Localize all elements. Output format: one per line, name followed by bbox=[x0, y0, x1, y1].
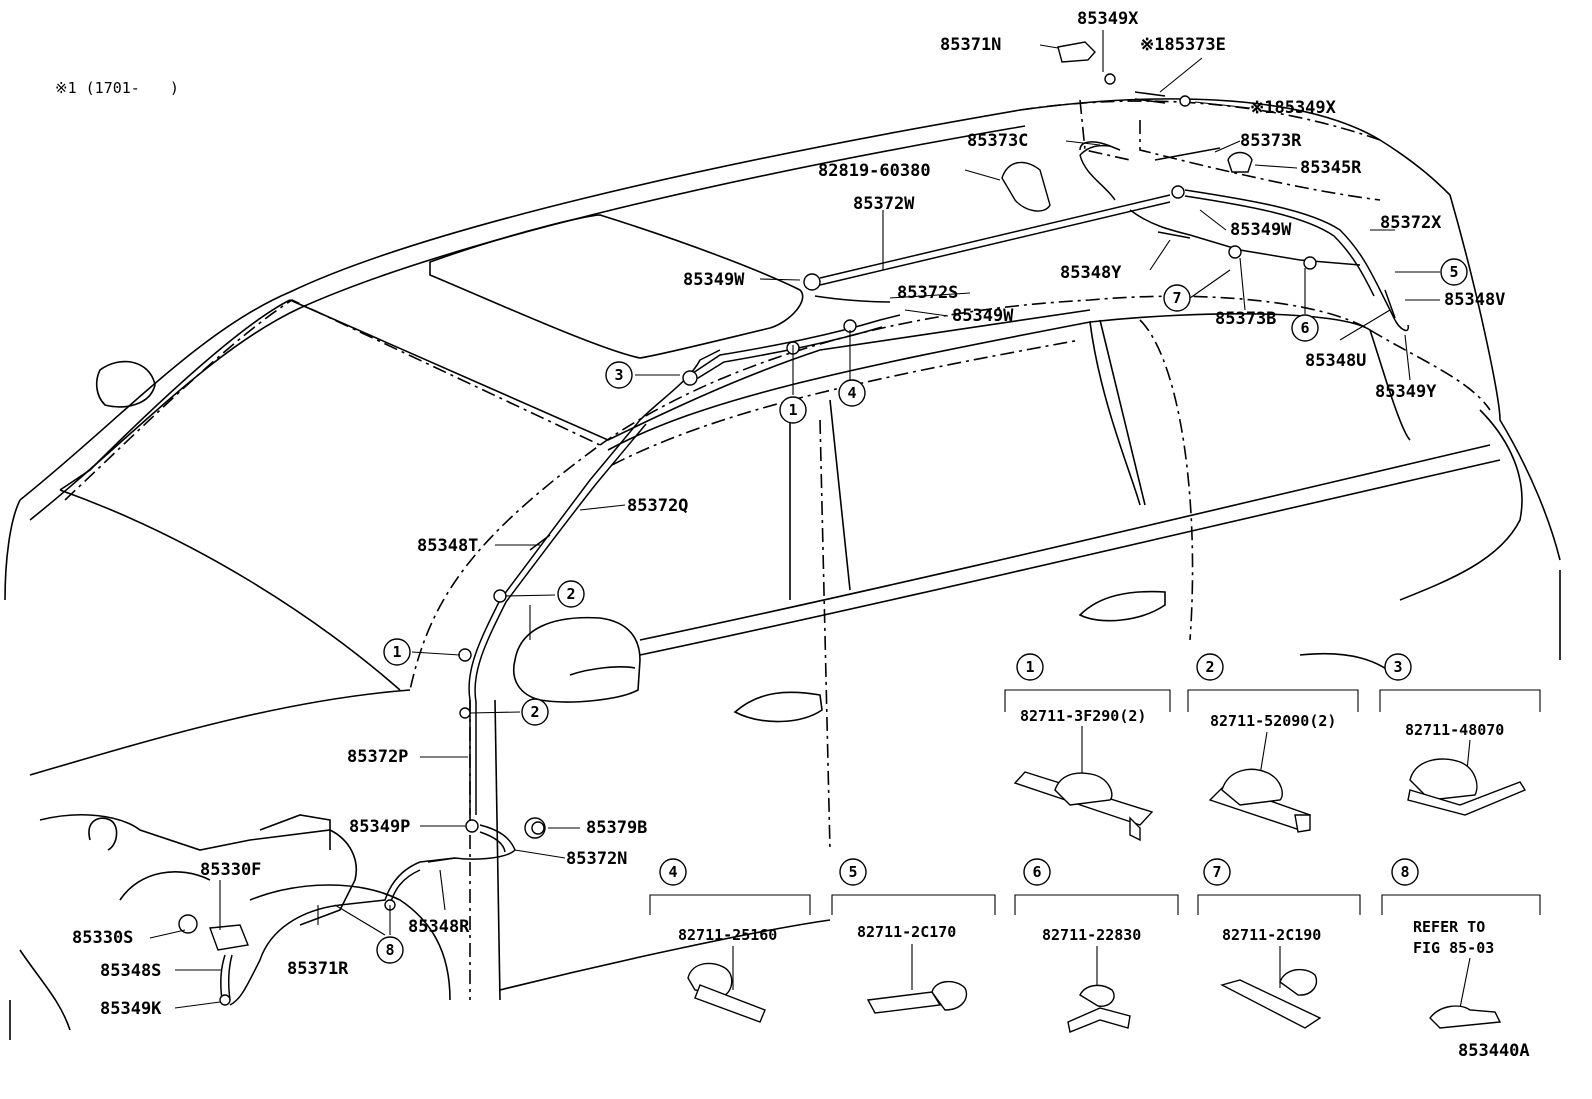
label-85330S: 85330S bbox=[72, 928, 133, 948]
label-85349W-rear: 85349W bbox=[1230, 220, 1292, 240]
callout-5-marker bbox=[1440, 258, 1468, 286]
clip-index-5: 5 bbox=[848, 863, 857, 881]
label-85345R: 85345R bbox=[1300, 158, 1362, 178]
washer-hoses bbox=[219, 73, 1409, 1006]
clip-panel-4: 4 82711-25160 bbox=[649, 858, 811, 1023]
label-85349P: 85349P bbox=[349, 817, 410, 837]
part-labels: ※1 (1701- ) 85349X 85371N ※185373E ※1853… bbox=[55, 9, 1505, 1019]
label-85371N: 85371N bbox=[940, 35, 1001, 55]
clip-index-2: 2 bbox=[1205, 658, 1214, 676]
label-85348U: 85348U bbox=[1305, 351, 1366, 371]
clip-index-7: 7 bbox=[1212, 863, 1221, 881]
vehicle-body-outline bbox=[4, 98, 1561, 1040]
callout-4-marker bbox=[838, 379, 866, 407]
label-85372S: 85372S bbox=[897, 283, 958, 303]
label-85371R: 85371R bbox=[287, 959, 349, 979]
label-85349W-left: 85349W bbox=[683, 270, 745, 290]
clip-ref-line2: FIG 85-03 bbox=[1413, 939, 1494, 957]
callout-2-marker-lower bbox=[521, 698, 549, 726]
label-85373R: 85373R bbox=[1240, 131, 1302, 151]
label-85348S: 85348S bbox=[100, 961, 161, 981]
label-85373E: ※185373E bbox=[1140, 35, 1226, 55]
clip-index-4: 4 bbox=[668, 863, 677, 881]
leader-lines bbox=[149, 30, 1440, 1009]
label-85372P: 85372P bbox=[347, 747, 408, 767]
clip-index-6: 6 bbox=[1032, 863, 1041, 881]
callout-2-lower: 2 bbox=[530, 703, 539, 721]
label-82819-60380: 82819-60380 bbox=[818, 161, 931, 181]
clip-panel-2: 2 82711-52090(2) bbox=[1187, 653, 1359, 833]
callout-5: 5 bbox=[1449, 263, 1458, 281]
clip-index-8: 8 bbox=[1400, 863, 1409, 881]
clip-index-3: 3 bbox=[1393, 658, 1402, 676]
clip-ref-line1: REFER TO bbox=[1413, 918, 1485, 936]
label-85349Y: 85349Y bbox=[1375, 382, 1437, 402]
callout-6-marker bbox=[1291, 314, 1319, 342]
callout-2-upper: 2 bbox=[566, 585, 575, 603]
callout-2-marker-upper bbox=[557, 580, 585, 608]
callout-markers: 3 1 4 7 6 5 2 1 2 8 bbox=[376, 258, 1468, 964]
clip-panel-7: 7 82711-2C190 bbox=[1197, 858, 1361, 1029]
clip-panel-1: 1 82711-3F290(2) bbox=[1004, 653, 1171, 842]
clip-part-1: 82711-3F290(2) bbox=[1020, 707, 1146, 725]
clip-panel-8: 8 REFER TO FIG 85-03 bbox=[1381, 858, 1541, 1029]
clip-panel-3: 3 82711-48070 bbox=[1379, 653, 1541, 816]
label-85372Q: 85372Q bbox=[627, 496, 688, 516]
callout-7: 7 bbox=[1172, 289, 1181, 307]
callout-8-marker bbox=[376, 936, 404, 964]
clip-panel-6: 6 82711-22830 bbox=[1014, 858, 1179, 1033]
callout-1-marker-roof bbox=[779, 396, 807, 424]
clip-part-2: 82711-52090(2) bbox=[1210, 712, 1336, 730]
clip-part-6: 82711-22830 bbox=[1042, 926, 1141, 944]
label-85373C: 85373C bbox=[967, 131, 1028, 151]
label-85372N: 85372N bbox=[566, 849, 627, 869]
callout-1-marker-pillar bbox=[383, 638, 411, 666]
label-85348V: 85348V bbox=[1444, 290, 1505, 310]
label-85349X: 85349X bbox=[1077, 9, 1139, 29]
clip-panel-5: 5 82711-2C170 bbox=[831, 858, 996, 1014]
label-85348Y: 85348Y bbox=[1060, 263, 1122, 283]
clip-index-1: 1 bbox=[1025, 658, 1034, 676]
callout-4: 4 bbox=[847, 384, 856, 402]
label-85349X-note: ※185349X bbox=[1250, 98, 1337, 118]
callout-8: 8 bbox=[385, 941, 394, 959]
callout-6: 6 bbox=[1300, 319, 1309, 337]
label-85372W: 85372W bbox=[853, 194, 915, 214]
label-85348T: 85348T bbox=[417, 536, 478, 556]
clip-part-7: 82711-2C190 bbox=[1222, 926, 1321, 944]
callout-1-roof: 1 bbox=[788, 401, 797, 419]
callout-7-marker bbox=[1163, 284, 1191, 312]
callout-3: 3 bbox=[614, 366, 623, 384]
clip-details: 1 82711-3F290(2) 2 82711-52090(2) 3 8271… bbox=[649, 653, 1541, 1033]
part-shapes bbox=[178, 41, 1253, 951]
label-85373B: 85373B bbox=[1215, 309, 1276, 329]
label-85349K: 85349K bbox=[100, 999, 162, 1019]
label-85379B: 85379B bbox=[586, 818, 647, 838]
callout-3-marker bbox=[605, 361, 633, 389]
series-note: ※1 (1701- ) bbox=[55, 79, 179, 97]
label-85348R: 85348R bbox=[408, 917, 470, 937]
clip-part-3: 82711-48070 bbox=[1405, 721, 1504, 739]
label-85372X: 85372X bbox=[1380, 213, 1442, 233]
clip-part-5: 82711-2C170 bbox=[857, 923, 956, 941]
clip-part-4: 82711-25160 bbox=[678, 926, 777, 944]
callout-1-pillar: 1 bbox=[392, 643, 401, 661]
label-85330F: 85330F bbox=[200, 860, 261, 880]
label-85349W-front: 85349W bbox=[952, 306, 1014, 326]
figure-code: 853440A bbox=[1458, 1041, 1530, 1061]
